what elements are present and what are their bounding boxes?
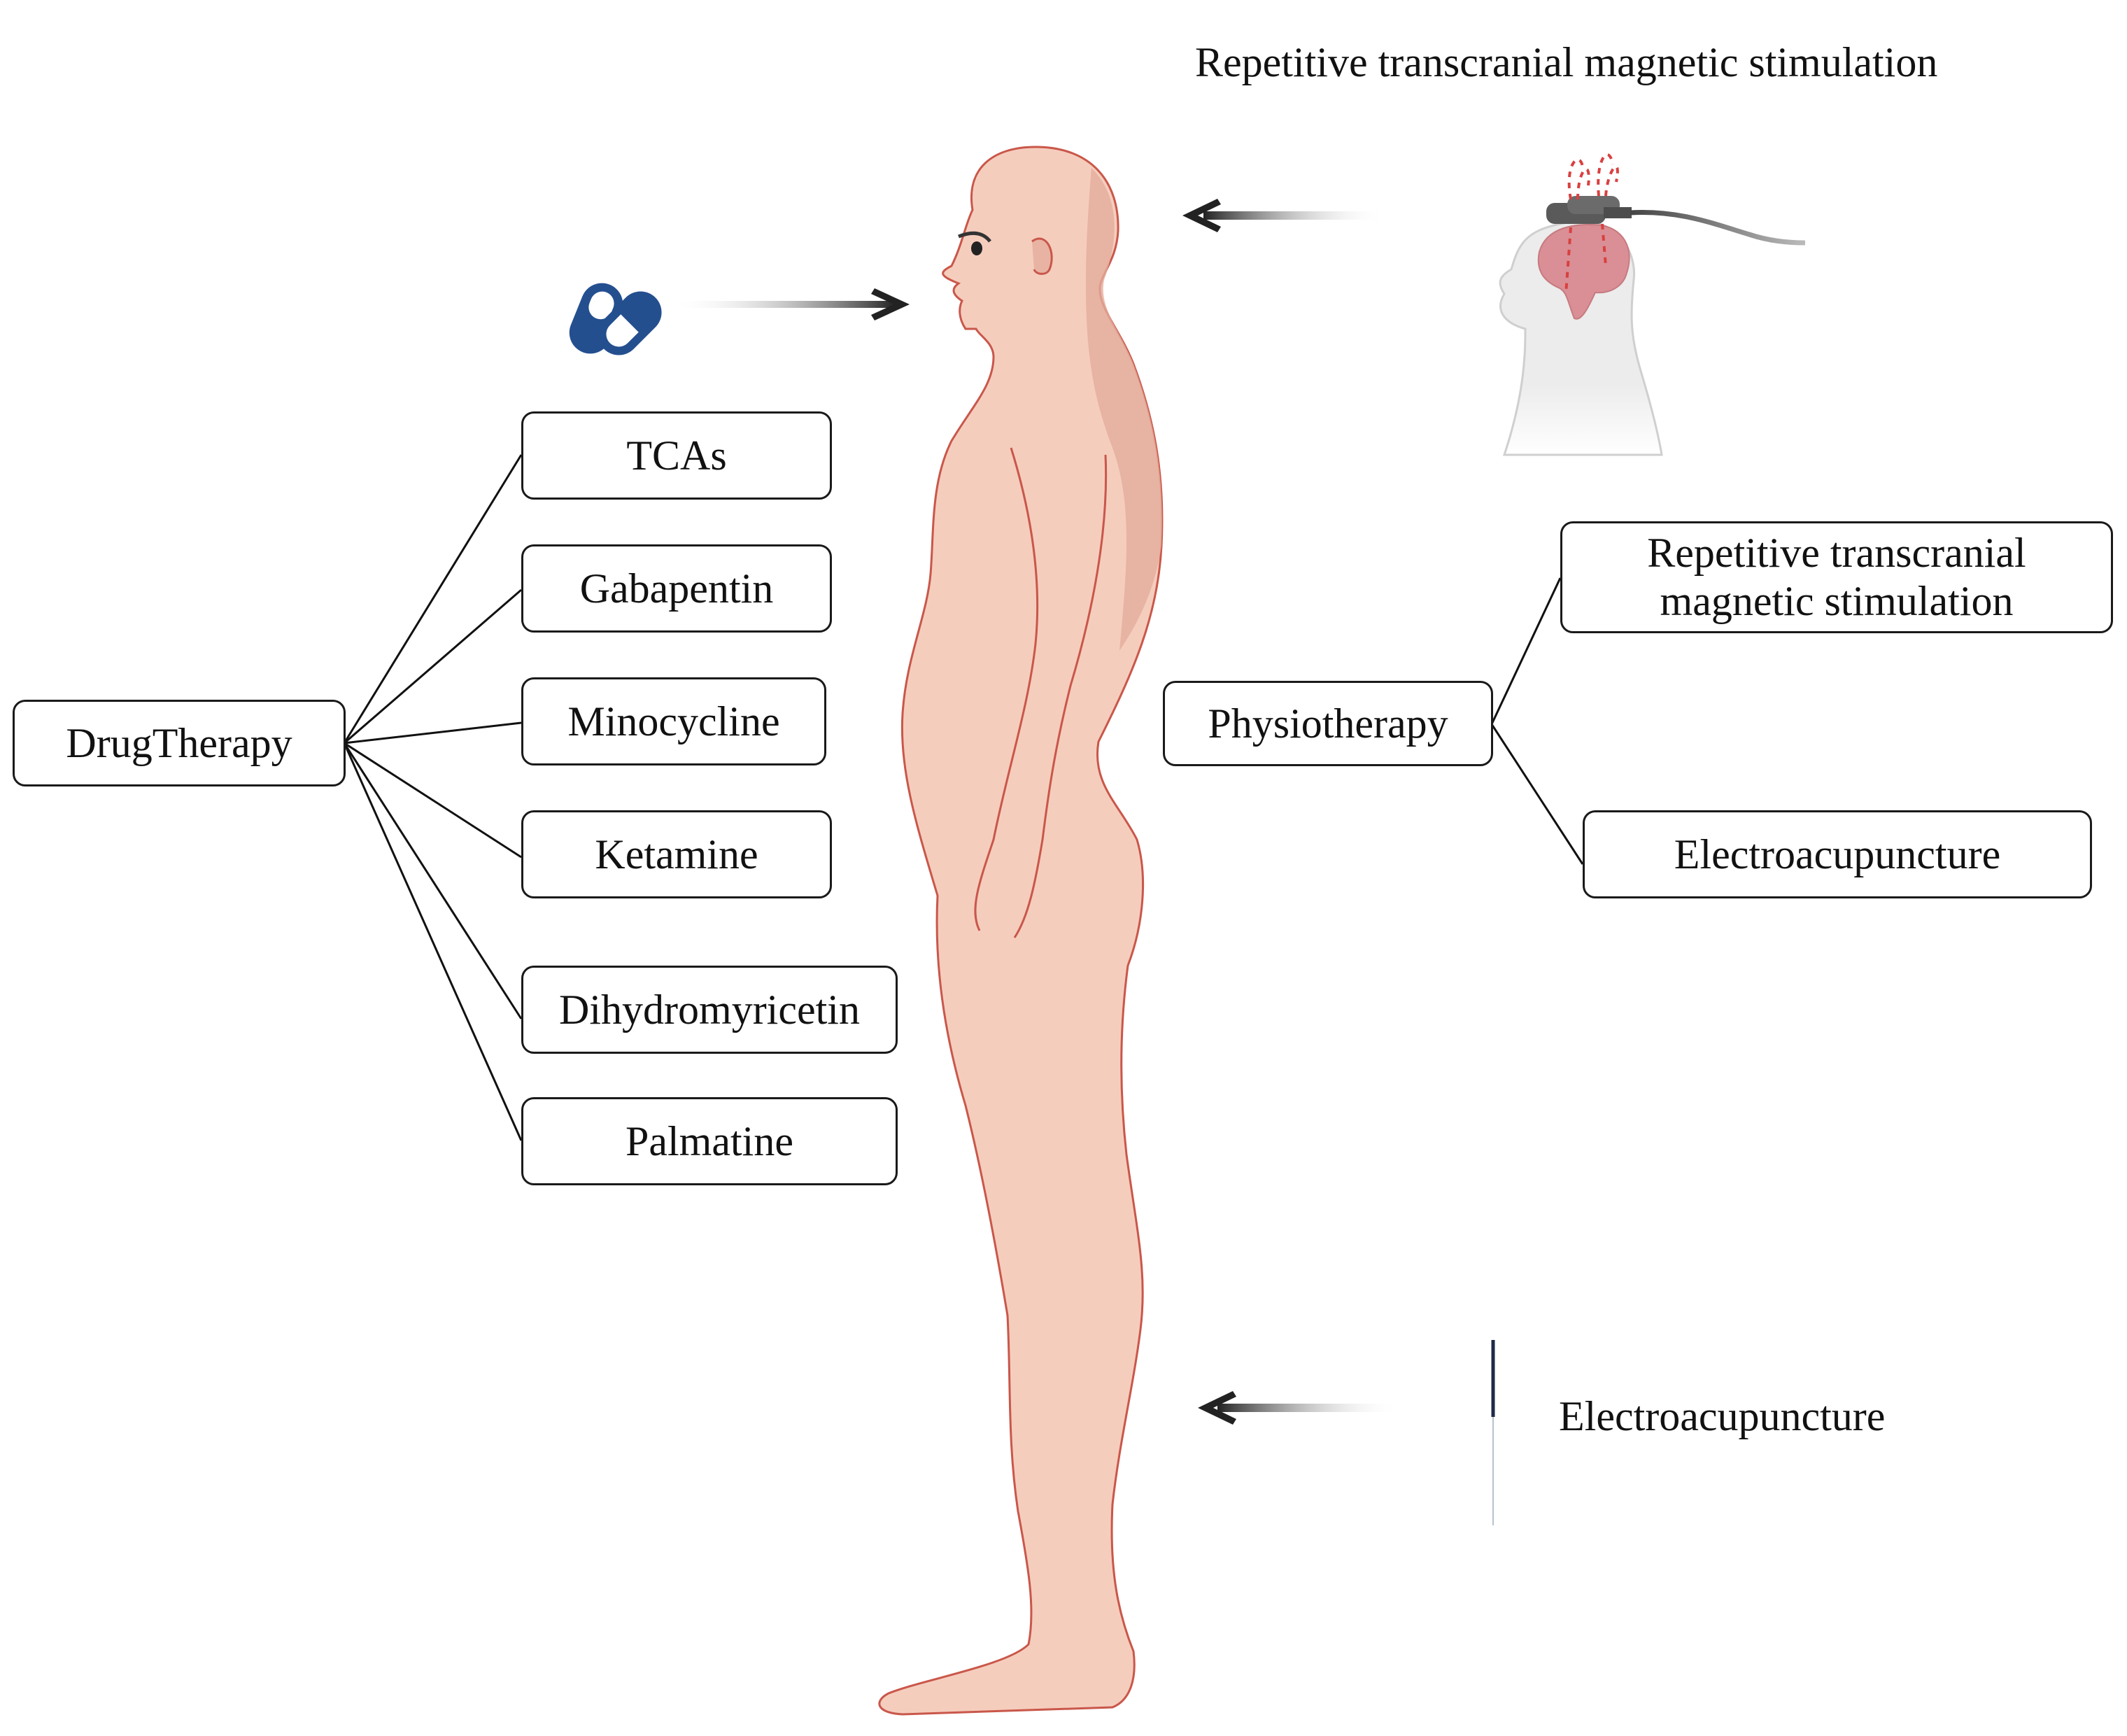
connector-minocycline	[344, 721, 522, 744]
capsule-pills-icon	[569, 283, 662, 355]
drug-item-dihydromyricetin: Dihydromyricetin	[521, 966, 898, 1054]
drug-connectors	[343, 454, 523, 1141]
arrow-needle-to-leg	[1198, 1391, 1399, 1425]
ear	[1031, 237, 1053, 275]
arrow-rtms-to-head	[1182, 199, 1385, 232]
drug-item-gabapentin: Gabapentin	[521, 544, 832, 633]
rtms-head-device-icon	[1499, 153, 1806, 456]
human-body-figure	[878, 146, 1164, 1716]
drug-item-tcas: TCAs	[521, 411, 832, 500]
eye	[971, 241, 982, 255]
connector-tcas	[343, 454, 523, 744]
connector-gabapentin	[344, 588, 522, 744]
physio-item-rtms: Repetitive transcranial magnetic stimula…	[1560, 521, 2113, 633]
electroacupuncture-label: Electroacupuncture	[1559, 1393, 1886, 1439]
connector-electroacupuncture	[1490, 724, 1584, 865]
eyebrow	[958, 231, 991, 243]
magnetic-field-lines	[1564, 153, 1619, 295]
drug-item-ketamine: Ketamine	[521, 810, 832, 898]
arm	[974, 447, 1108, 938]
physio-item-electroacupuncture: Electroacupuncture	[1583, 810, 2092, 898]
connector-rtms	[1490, 577, 1562, 725]
physio-connectors	[1490, 577, 1584, 865]
arrow-pill-to-body	[672, 288, 910, 320]
physiotherapy-node: Physiotherapy	[1163, 681, 1493, 766]
connector-dihydromyricetin	[343, 742, 523, 1019]
coil-device	[1546, 196, 1632, 224]
connector-ketamine	[344, 742, 522, 859]
drug-item-minocycline: Minocycline	[521, 677, 826, 765]
coil-cable	[1630, 209, 1806, 246]
drug-therapy-node: DrugTherapy	[13, 700, 346, 786]
drug-item-palmatine: Palmatine	[521, 1097, 898, 1185]
connector-palmatine	[343, 742, 523, 1141]
rtms-title: Repetitive transcranial magnetic stimula…	[1195, 39, 1938, 85]
